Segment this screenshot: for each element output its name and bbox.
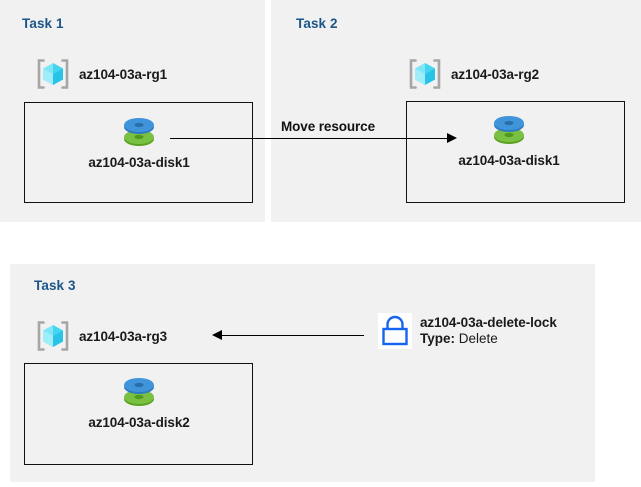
task2-panel xyxy=(271,0,641,222)
task2-resource-container xyxy=(406,101,625,203)
task3-resource-group: az104-03a-rg3 xyxy=(34,317,167,355)
task2-disk-name: az104-03a-disk1 xyxy=(458,153,560,168)
task2-disk: az104-03a-disk1 xyxy=(450,110,568,168)
task3-disk: az104-03a-disk2 xyxy=(80,372,198,430)
move-resource-arrowhead xyxy=(447,133,457,143)
resource-group-cube-icon xyxy=(406,55,444,93)
task1-resource-container xyxy=(24,102,253,203)
resource-group-cube-icon xyxy=(34,317,72,355)
task3-disk-name: az104-03a-disk2 xyxy=(88,415,190,430)
task1-resource-group: az104-03a-rg1 xyxy=(34,55,167,93)
delete-lock-padlock-icon xyxy=(378,313,412,349)
delete-lock-type-key: Type: xyxy=(420,330,456,346)
delete-lock-group: az104-03a-delete-lock Type: Delete xyxy=(378,313,557,349)
delete-lock-text: az104-03a-delete-lock Type: Delete xyxy=(420,313,557,347)
resource-group-cube-icon xyxy=(34,55,72,93)
delete-lock-type-row: Type: Delete xyxy=(420,331,557,347)
task1-panel xyxy=(0,0,265,222)
task3-title: Task 3 xyxy=(34,278,76,293)
delete-lock-arrowhead xyxy=(212,330,222,340)
managed-disk-icon xyxy=(487,110,531,150)
managed-disk-icon xyxy=(117,372,161,412)
delete-lock-type-value: Delete xyxy=(458,330,498,346)
delete-lock-arrow-line xyxy=(222,335,364,336)
delete-lock-name: az104-03a-delete-lock xyxy=(420,315,557,330)
task1-disk-name: az104-03a-disk1 xyxy=(88,155,190,170)
move-resource-label: Move resource xyxy=(281,119,375,134)
task2-resource-group: az104-03a-rg2 xyxy=(406,55,539,93)
task3-panel xyxy=(10,264,595,482)
task2-resource-group-name: az104-03a-rg2 xyxy=(451,66,540,82)
task1-title: Task 1 xyxy=(22,16,64,31)
task2-title: Task 2 xyxy=(296,16,338,31)
task3-resource-group-name: az104-03a-rg3 xyxy=(79,328,168,344)
task1-resource-group-name: az104-03a-rg1 xyxy=(79,66,168,82)
move-resource-arrow-line xyxy=(170,138,447,139)
managed-disk-icon xyxy=(117,112,161,152)
task1-disk: az104-03a-disk1 xyxy=(80,112,198,170)
task3-resource-container xyxy=(24,363,253,465)
